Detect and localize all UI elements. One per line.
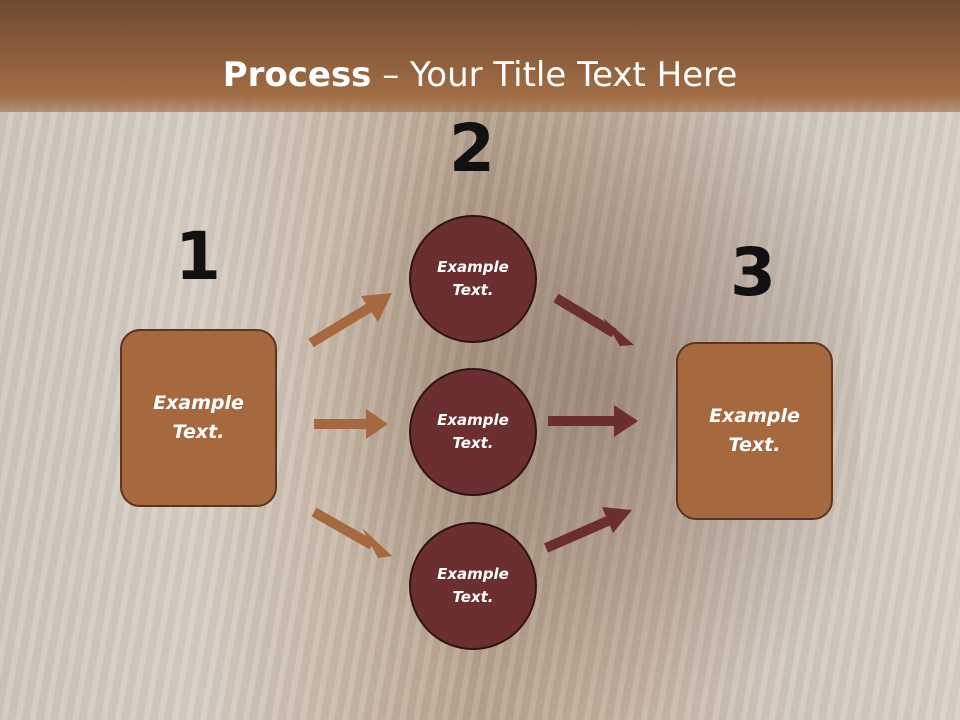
slide-title[interactable]: Process – Your Title Text Here: [0, 50, 960, 100]
arrow-middle-to-right[interactable]: [548, 405, 638, 437]
arrow-top-to-right[interactable]: [553, 293, 634, 346]
title-rest-part: – Your Title Text Here: [371, 55, 738, 95]
arrow-left-to-middle[interactable]: [314, 409, 388, 439]
step-1-number[interactable]: 1: [175, 218, 221, 295]
title-bar: [0, 0, 960, 112]
arrow-bottom-to-right[interactable]: [543, 507, 632, 553]
step-3-number[interactable]: 3: [730, 234, 776, 311]
left-process-box[interactable]: Example Text.: [120, 329, 277, 507]
circle-top[interactable]: Example Text.: [409, 215, 537, 343]
circle-bottom[interactable]: Example Text.: [409, 522, 537, 650]
right-process-box[interactable]: Example Text.: [676, 342, 833, 520]
circle-middle[interactable]: Example Text.: [409, 368, 537, 496]
title-bold-part: Process: [222, 55, 372, 95]
step-2-number[interactable]: 2: [449, 110, 495, 187]
arrow-left-to-top[interactable]: [308, 293, 392, 348]
arrow-left-to-bottom[interactable]: [311, 507, 392, 558]
